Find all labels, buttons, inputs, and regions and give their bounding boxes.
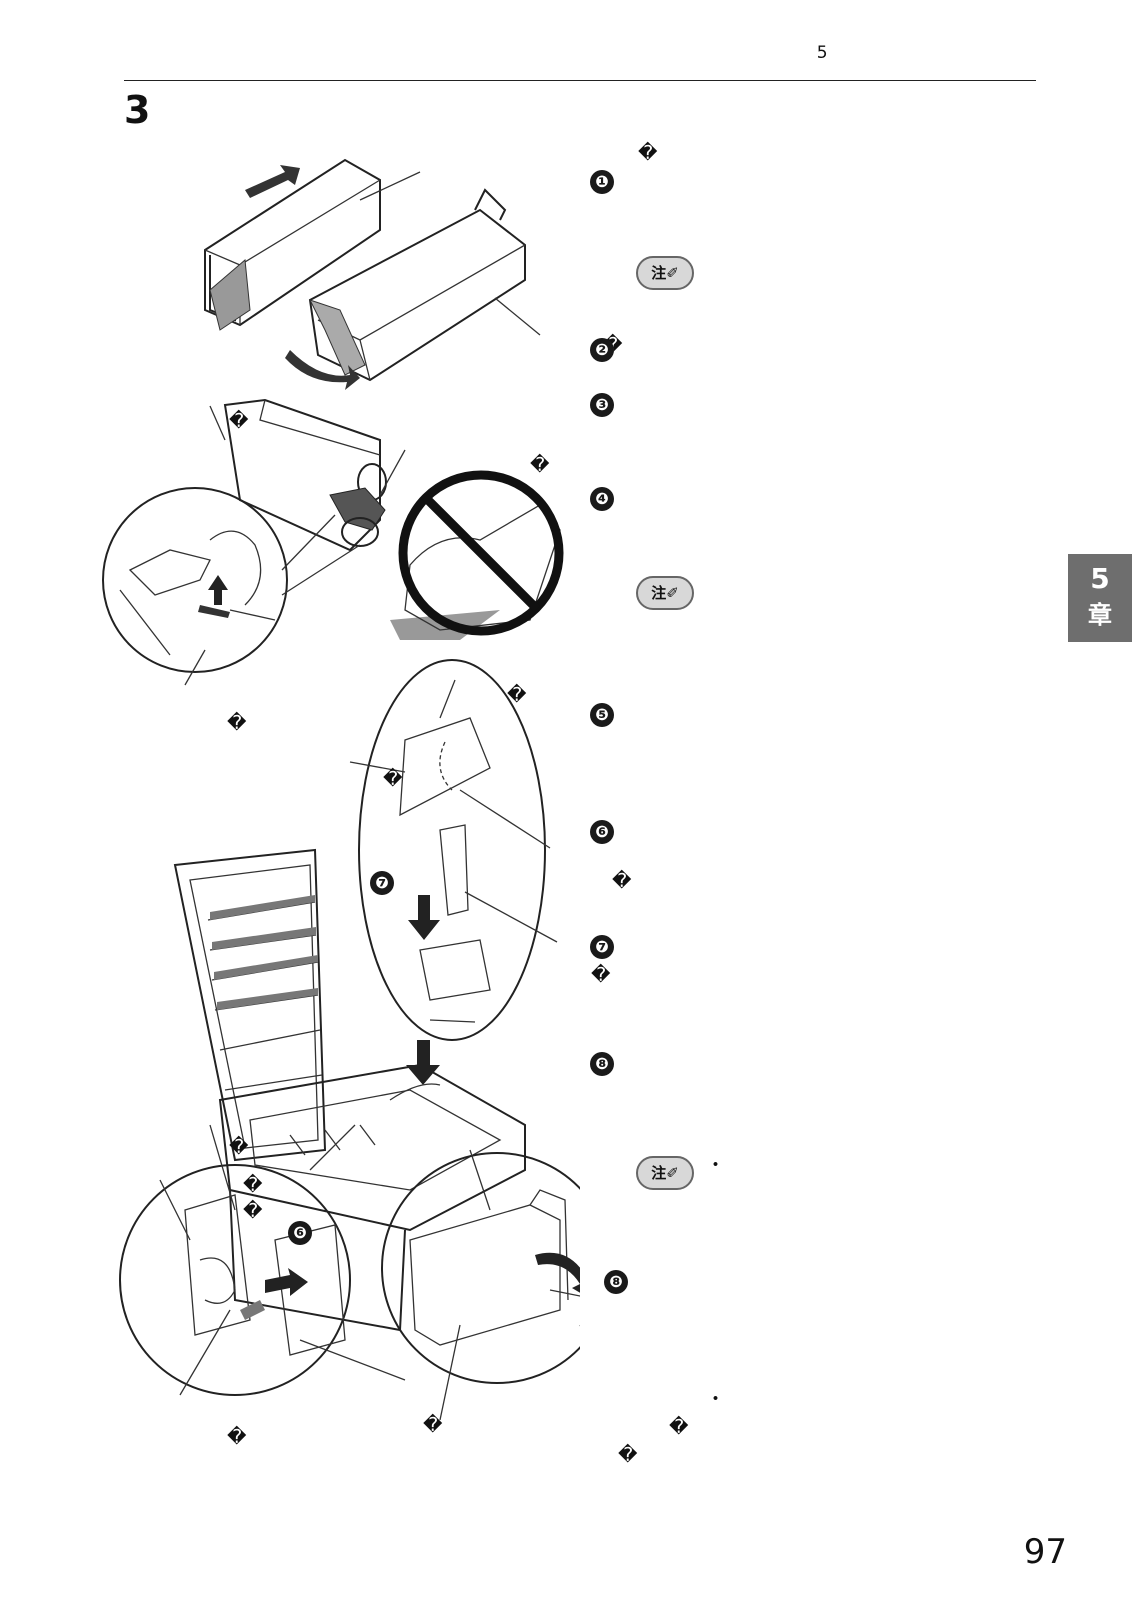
step-6-text: [630, 815, 1030, 848]
label-5: �: [432, 684, 533, 706]
step-5-text: [630, 698, 1030, 731]
note-icon: 注✐: [636, 576, 694, 610]
label-6: �: [152, 712, 253, 734]
label-9: �: [566, 964, 617, 986]
step-3-text: [630, 388, 1030, 421]
label-11b: �: [68, 1200, 269, 1222]
step-2-text: [630, 333, 1030, 366]
step-8-text: [630, 1047, 1030, 1080]
cartridge-figure-2: [102, 398, 564, 686]
note-2-text: [706, 570, 1036, 598]
note-3a-text: [730, 1150, 1035, 1180]
note-1-text: [706, 252, 1036, 280]
step-title: [186, 97, 978, 134]
label-3: �: [154, 410, 255, 432]
figure-marker-6: ❻: [288, 1221, 312, 1245]
header-rule: [124, 80, 1036, 81]
step-marker-6: ❻: [590, 820, 614, 844]
label-10: �: [154, 1136, 255, 1158]
note-3-bullet-b: ・: [706, 1388, 726, 1410]
label-13: �: [594, 1416, 695, 1438]
label-1: �: [388, 142, 664, 164]
page-number: 97: [1023, 1532, 1067, 1572]
printer-illustration: [102, 158, 580, 1421]
step-number: 3: [124, 88, 151, 132]
step-4-text: [630, 482, 1030, 515]
label-7: �: [158, 768, 409, 790]
printer-figure-3: [119, 659, 580, 1421]
label-12: �: [398, 1414, 449, 1436]
cartridge-figure-1: [204, 158, 541, 390]
step-7-text: [630, 930, 1030, 963]
note-icon: 注✐: [636, 256, 694, 290]
figure-marker-7: ❼: [370, 871, 394, 895]
step-marker-1: ❶: [590, 170, 614, 194]
label-15: �: [368, 1444, 644, 1466]
label-4: �: [405, 454, 556, 476]
chapter-tab-glyph: 章: [1088, 601, 1112, 629]
step-1-text: [630, 165, 1030, 198]
step-marker-2: ❷: [590, 338, 614, 362]
label-8: �: [562, 870, 638, 892]
step-marker-4: ❹: [590, 487, 614, 511]
chapter-header: 5: [816, 43, 1063, 63]
note-icon: 注✐: [636, 1156, 694, 1190]
step-marker-3: ❸: [590, 393, 614, 417]
note-3b-text: [730, 1384, 1035, 1414]
chapter-tab: 5 章: [1068, 554, 1132, 642]
step-marker-7: ❼: [590, 935, 614, 959]
label-14: �: [152, 1426, 253, 1448]
figure-marker-8: ❽: [604, 1270, 628, 1294]
label-11a: �: [68, 1174, 269, 1196]
step-marker-8: ❽: [590, 1052, 614, 1076]
note-3-bullet-a: ・: [706, 1154, 726, 1176]
chapter-tab-number: 5: [1090, 562, 1110, 595]
step-marker-5: ❺: [590, 703, 614, 727]
